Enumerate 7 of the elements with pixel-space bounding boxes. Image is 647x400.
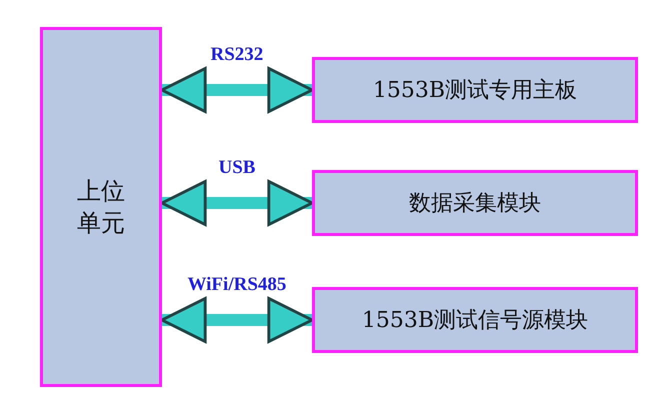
module-box: 数据采集模块 <box>312 170 638 236</box>
double-arrow <box>160 296 314 344</box>
double-arrow <box>160 66 314 114</box>
double-arrow <box>160 180 314 226</box>
module-box: 1553B测试信号源模块 <box>312 287 638 353</box>
unit-box: 上位单元 <box>40 27 162 387</box>
module-box: 1553B测试专用主板 <box>312 57 638 123</box>
